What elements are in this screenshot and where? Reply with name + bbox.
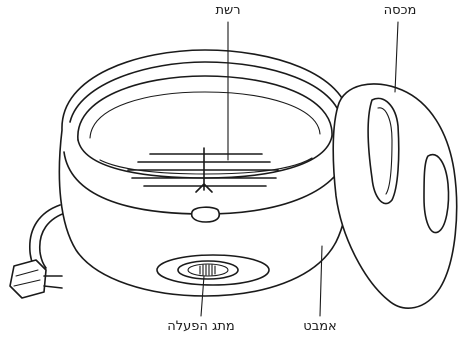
power-switch[interactable] bbox=[157, 255, 269, 285]
power-switch-label: מתג הפעלה bbox=[167, 319, 235, 334]
lid-label: מכסה bbox=[384, 3, 417, 18]
plug-icon bbox=[10, 260, 62, 298]
lid bbox=[333, 84, 456, 308]
basin-label: אמבט bbox=[303, 319, 336, 334]
rack-label: רשת bbox=[215, 3, 240, 18]
rack bbox=[128, 148, 278, 192]
